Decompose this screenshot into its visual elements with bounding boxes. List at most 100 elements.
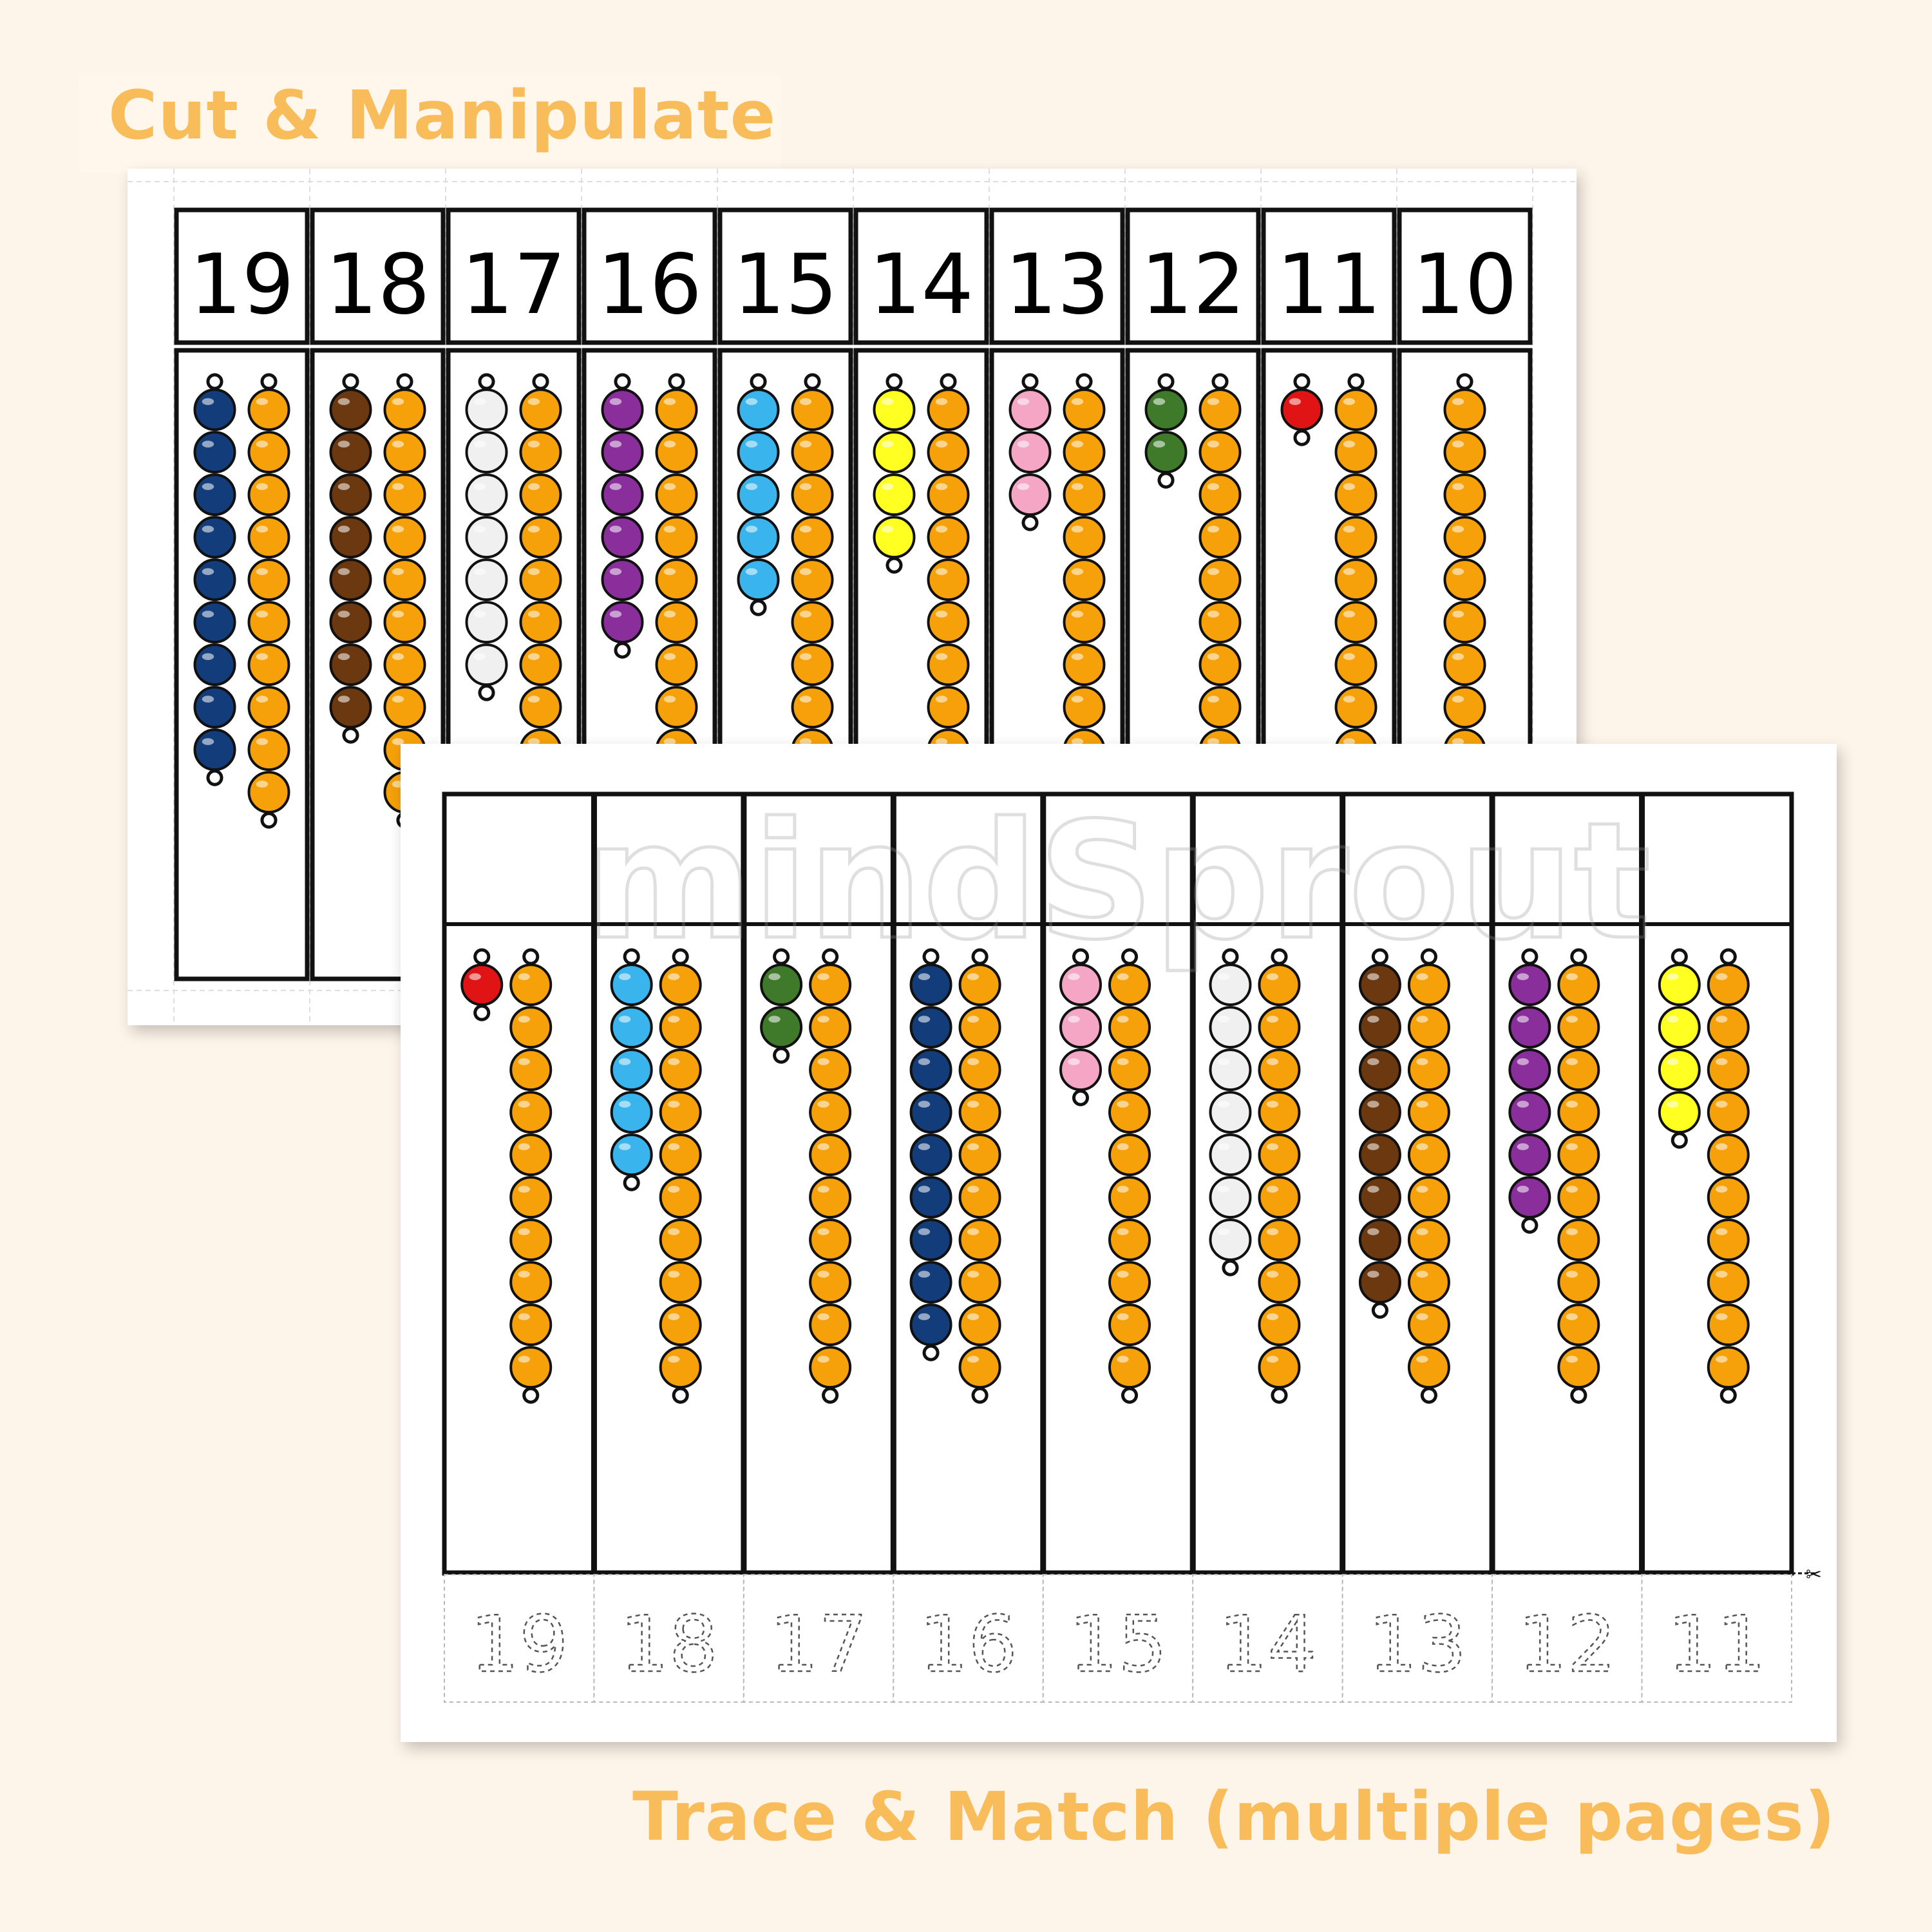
- bead-highlight: [817, 1016, 829, 1023]
- bead-ring-top: [522, 948, 540, 965]
- bead: [329, 473, 372, 516]
- bead-highlight: [1266, 1228, 1279, 1235]
- bead: [1443, 601, 1486, 644]
- bead-ring-top: [623, 948, 640, 965]
- bead-ring-top: [532, 373, 549, 390]
- number-label: 18: [325, 237, 430, 333]
- bead-ring-bottom: [1271, 1387, 1288, 1404]
- bead: [1557, 1261, 1600, 1304]
- colored-bead-bar: [1059, 948, 1102, 1106]
- bead-highlight: [1289, 398, 1302, 405]
- bead: [909, 1133, 952, 1177]
- bead-highlight: [469, 973, 481, 980]
- bead: [383, 473, 426, 516]
- bead: [958, 1261, 1001, 1304]
- bead: [519, 686, 562, 729]
- bead: [809, 1303, 852, 1347]
- bead: [1258, 1133, 1301, 1177]
- cut-manipulate-heading: Cut & Manipulate: [108, 76, 777, 155]
- bead-ring-bottom: [1121, 1387, 1139, 1404]
- bead: [737, 431, 780, 474]
- bead: [247, 388, 290, 431]
- bead: [1407, 1091, 1450, 1134]
- bead-highlight: [745, 440, 758, 448]
- bead: [247, 643, 290, 687]
- bead: [509, 1218, 553, 1262]
- trace-number: 13: [1368, 1600, 1467, 1690]
- bead-highlight: [1517, 973, 1530, 980]
- number-box: [174, 207, 310, 345]
- bead-ring-top: [1719, 948, 1737, 965]
- bead: [383, 516, 426, 559]
- bead-highlight: [1343, 568, 1356, 575]
- bead-highlight: [799, 483, 812, 490]
- bead-highlight: [1566, 973, 1578, 980]
- bead-highlight: [1217, 1186, 1230, 1193]
- bead: [1334, 601, 1378, 644]
- bead-highlight: [1566, 1313, 1578, 1320]
- trace-cell: [743, 1574, 895, 1703]
- bead-highlight: [473, 440, 486, 448]
- number-box: [989, 207, 1125, 345]
- bead: [809, 1346, 852, 1389]
- bead-highlight: [1367, 1228, 1379, 1235]
- bead-highlight: [337, 483, 350, 490]
- bead-highlight: [618, 973, 631, 980]
- bead: [655, 388, 698, 431]
- bead: [519, 516, 562, 559]
- bead-highlight: [1266, 1356, 1279, 1363]
- bead-highlight: [663, 440, 676, 448]
- golden-ten-bar: [655, 373, 698, 829]
- bead: [509, 1346, 553, 1389]
- bead-highlight: [918, 1143, 931, 1150]
- bead-highlight: [1343, 653, 1356, 660]
- bead-highlight: [935, 696, 948, 703]
- bead: [958, 1133, 1001, 1177]
- bead: [1443, 473, 1486, 516]
- bead-highlight: [1117, 973, 1129, 980]
- bead-highlight: [967, 1186, 980, 1193]
- bead: [1198, 686, 1242, 729]
- bead-highlight: [1266, 1186, 1279, 1193]
- bead-highlight: [918, 1313, 931, 1320]
- bead: [1059, 1006, 1102, 1049]
- bead: [791, 686, 834, 729]
- bead-ring-top: [672, 948, 689, 965]
- bead-highlight: [1017, 483, 1030, 490]
- bead: [1658, 963, 1701, 1007]
- bead-ring-top: [260, 373, 278, 390]
- bead: [1258, 1261, 1301, 1304]
- bead: [809, 1261, 852, 1304]
- bead: [659, 1176, 702, 1219]
- bead-highlight: [1715, 1356, 1728, 1363]
- bead-highlight: [663, 526, 676, 533]
- bead: [958, 1006, 1001, 1049]
- bead: [1407, 1133, 1450, 1177]
- bead-highlight: [667, 1186, 680, 1193]
- bead-highlight: [1715, 1271, 1728, 1278]
- bead: [1108, 1176, 1151, 1219]
- bead-highlight: [1367, 1271, 1379, 1278]
- bead-highlight: [1217, 1016, 1230, 1023]
- bead-highlight: [1207, 483, 1220, 490]
- bead-highlight: [1117, 1271, 1129, 1278]
- bead: [247, 771, 290, 814]
- bead-highlight: [935, 611, 948, 618]
- bead-ring-bottom: [478, 684, 495, 701]
- heading-top-background: [79, 76, 781, 173]
- bead-ring-top: [473, 948, 491, 965]
- trace-cell: [1042, 1574, 1194, 1703]
- bead: [655, 601, 698, 644]
- bead-highlight: [1666, 1016, 1679, 1023]
- colored-bead-bar: [873, 373, 916, 574]
- bead-highlight: [256, 398, 269, 405]
- bead-highlight: [881, 526, 894, 533]
- bead: [329, 558, 372, 601]
- bead: [809, 963, 852, 1007]
- bead: [1334, 431, 1378, 474]
- bead: [659, 1091, 702, 1134]
- bead-highlight: [1207, 653, 1220, 660]
- bead-highlight: [1715, 1186, 1728, 1193]
- bead-highlight: [918, 1228, 931, 1235]
